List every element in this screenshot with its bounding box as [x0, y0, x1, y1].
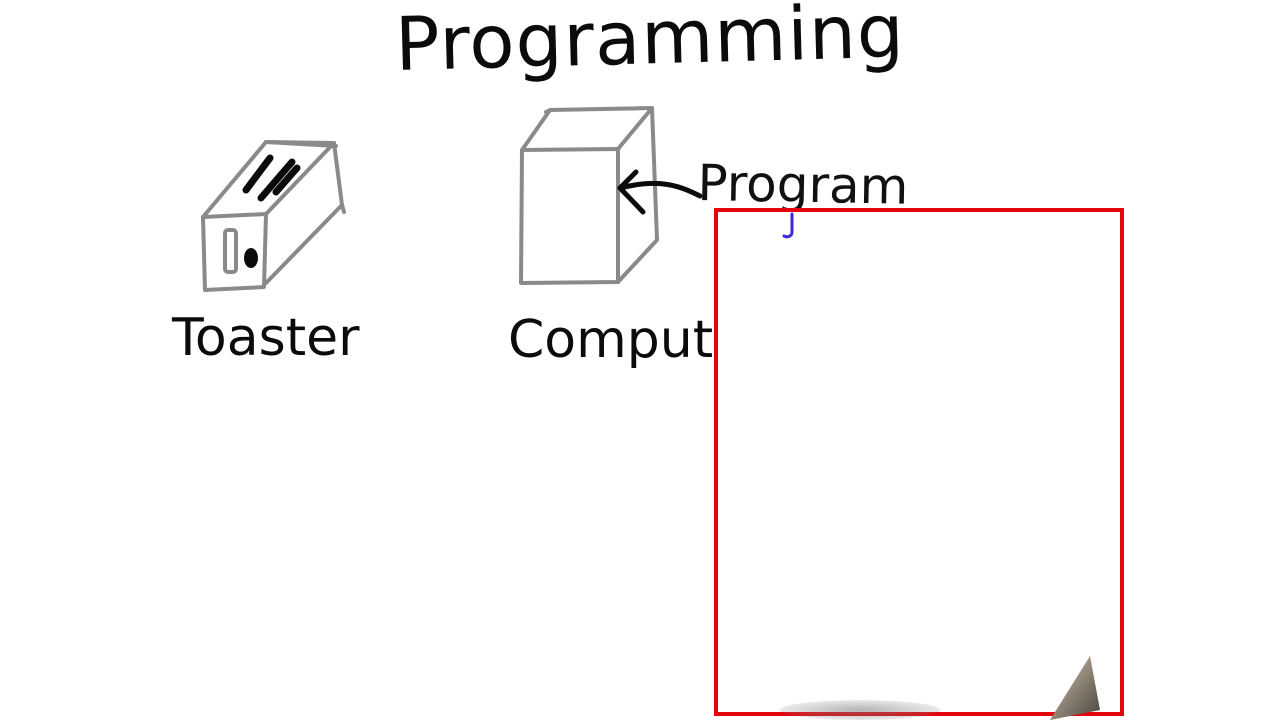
page-title: Programming [394, 0, 906, 88]
arrow-left-icon [617, 169, 703, 215]
blue-ink-stroke-icon [782, 212, 794, 239]
program-label: Program [696, 154, 909, 216]
toaster-knob [244, 248, 258, 268]
hand-shadow [780, 700, 940, 720]
toaster-icon [201, 140, 346, 292]
toaster-label: Toaster [172, 308, 360, 368]
toaster-slots [242, 154, 301, 202]
computer-box-icon [519, 106, 659, 285]
answer-box[interactable] [714, 208, 1124, 716]
pen-tip-icon [1050, 656, 1100, 720]
